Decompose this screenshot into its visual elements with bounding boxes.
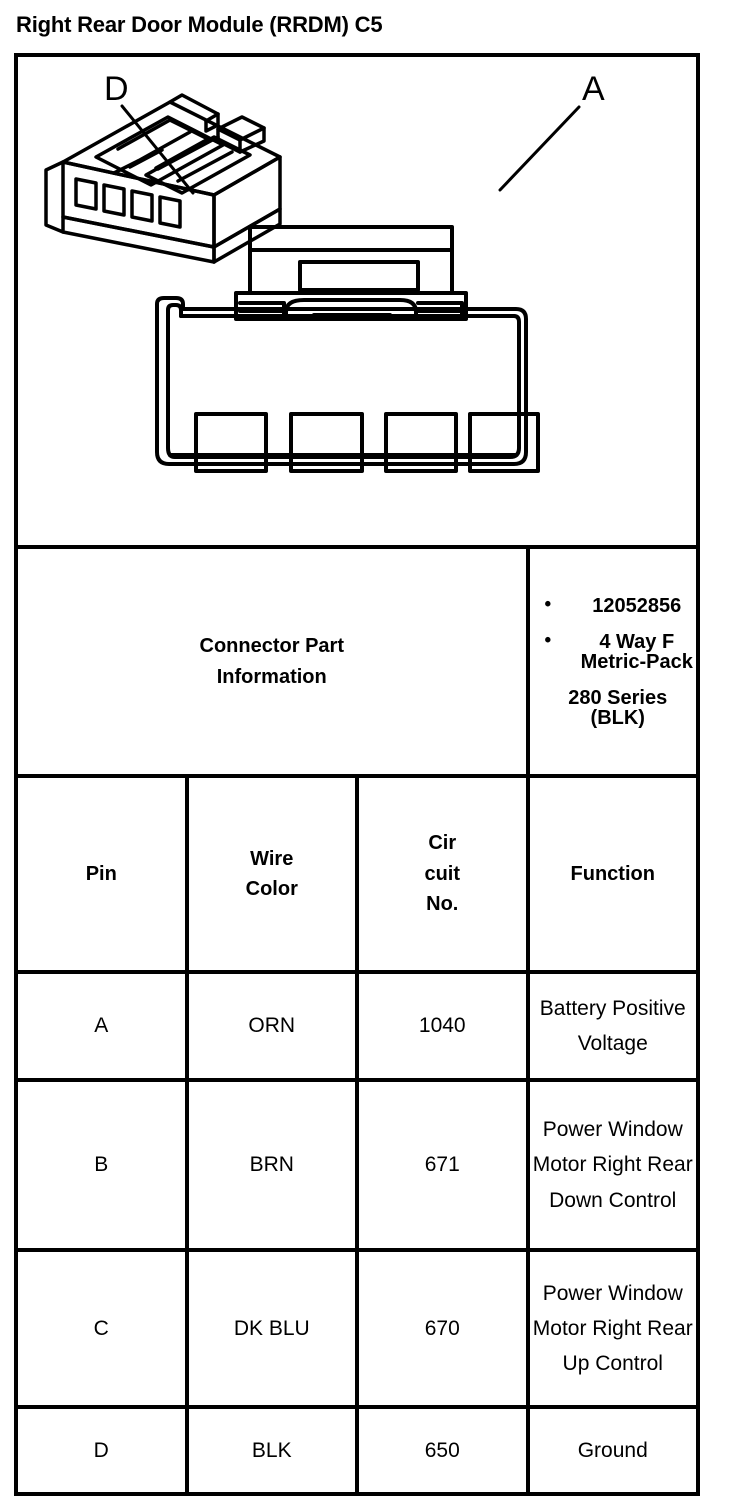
bullet-icon: • xyxy=(544,593,552,615)
cell-function: Power Window Motor Right Rear Down Contr… xyxy=(525,1078,700,1252)
cavity-c xyxy=(289,412,364,473)
cell-circuit-no: 671 xyxy=(355,1078,530,1252)
function-line: Voltage xyxy=(577,1032,648,1055)
illustration-cell: D A xyxy=(14,53,700,549)
connector-part-information-list: • 12052856 • 4 Way F Metric-Pack xyxy=(530,593,697,673)
callout-label-d: D xyxy=(104,70,129,108)
cell-pin: B xyxy=(14,1078,189,1252)
header-circuit-no-line-3: No. xyxy=(426,893,459,916)
function-line: Power Window xyxy=(542,1281,683,1305)
function-line: Power Window xyxy=(542,1118,683,1142)
cell-wire-color: BLK xyxy=(184,1405,359,1496)
cell-wire-color: BRN xyxy=(184,1078,359,1252)
cpi-list-item-part-number: • 12052856 xyxy=(530,593,697,617)
header-wire-color-line-2: Color xyxy=(245,878,298,900)
function-line: Motor Right Rear xyxy=(532,1153,693,1177)
page-title: Right Rear Door Module (RRDM) C5 xyxy=(16,12,383,37)
cell-function: Battery Positive Voltage xyxy=(525,970,700,1082)
connector-part-information-value-cell: • 12052856 • 4 Way F Metric-Pack 280 Ser… xyxy=(525,545,700,778)
cell-circuit-no: 670 xyxy=(355,1248,530,1409)
cpi-description-continuation: 280 Series (BLK) xyxy=(568,686,668,729)
cpi-label-line-1: Connector Part xyxy=(199,634,344,657)
function-line: Down Control xyxy=(549,1188,677,1212)
connector-part-information-label: Connector Part Information xyxy=(18,631,526,693)
header-function: Function xyxy=(525,774,700,974)
header-pin: Pin xyxy=(14,774,189,974)
cell-circuit-no: 1040 xyxy=(355,970,530,1082)
cpi-label-line-2: Information xyxy=(216,665,327,688)
cell-circuit-no: 650 xyxy=(355,1405,530,1496)
header-circuit-no-line-1: Cir xyxy=(428,832,457,855)
function-line: Up Control xyxy=(562,1352,663,1376)
leader-line-d xyxy=(120,104,195,195)
header-wire-color: Wire Color xyxy=(184,774,359,974)
connector-part-information-row: Connector Part Information • 12052856 • … xyxy=(14,545,700,778)
header-pin-line-1: Pin xyxy=(85,862,117,885)
isometric-connector-view xyxy=(44,93,282,264)
bullet-icon: • xyxy=(544,629,552,651)
connector-illustration: D A xyxy=(18,57,696,545)
illustration-row: D A xyxy=(14,53,700,549)
cell-wire-color: DK BLU xyxy=(184,1248,359,1409)
cell-pin: D xyxy=(14,1405,189,1496)
function-line: Motor Right Rear xyxy=(532,1316,693,1340)
cavity-a xyxy=(468,412,540,473)
table-row: B BRN 671 Power Window Motor Right Rear … xyxy=(14,1078,700,1252)
header-wire-color-line-1: Wire xyxy=(250,847,294,870)
connector-part-information-label-cell: Connector Part Information xyxy=(14,545,530,778)
table-row: A ORN 1040 Battery Positive Voltage xyxy=(14,970,700,1082)
callout-label-a: A xyxy=(582,70,605,108)
cavity-b xyxy=(384,412,458,473)
cell-function: Ground xyxy=(525,1405,700,1496)
table-row: D BLK 650 Ground xyxy=(14,1405,700,1496)
cpi-list-item-description: • 4 Way F Metric-Pack xyxy=(530,629,697,673)
cell-wire-color: ORN xyxy=(184,970,359,1082)
table-row: C DK BLU 670 Power Window Motor Right Re… xyxy=(14,1248,700,1409)
pin-table-header-row: Pin Wire Color Cir cuit No. Function xyxy=(14,774,700,974)
cpi-item-text: 12052856 xyxy=(592,594,682,617)
connector-drawing-svg: D A xyxy=(44,70,605,473)
cavity-d xyxy=(194,412,268,473)
leader-line-a xyxy=(498,105,581,192)
cell-pin: A xyxy=(14,970,189,1082)
function-line: Battery Positive xyxy=(539,996,686,1020)
cell-function: Power Window Motor Right Rear Up Control xyxy=(525,1248,700,1409)
connector-info-table: D A Connector Part Information • 1205285… xyxy=(14,53,700,1496)
header-circuit-no-line-2: cuit xyxy=(424,862,461,885)
cell-pin: C xyxy=(14,1248,189,1409)
front-connector-view xyxy=(155,225,540,473)
header-circuit-no: Cir cuit No. xyxy=(355,774,530,974)
function-line: Ground xyxy=(577,1438,648,1462)
header-function-line-1: Function xyxy=(570,862,655,885)
cpi-item-text: 4 Way F Metric-Pack xyxy=(580,630,693,673)
